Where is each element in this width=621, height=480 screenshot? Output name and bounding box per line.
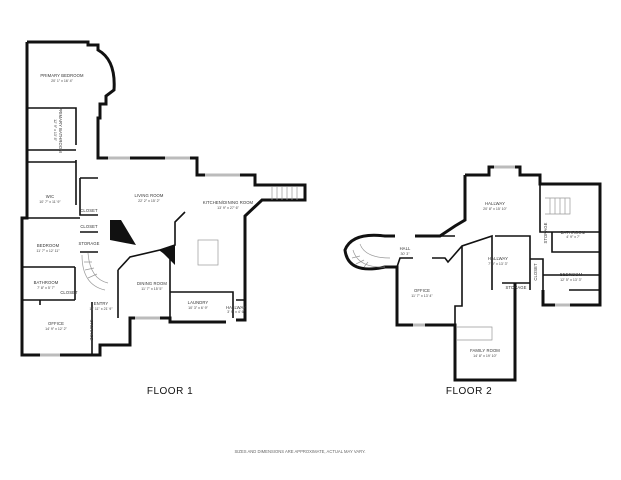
room-label: LIVING ROOM bbox=[134, 193, 163, 198]
room-label: STORAGE bbox=[543, 222, 548, 243]
floor-1-stair-curve bbox=[81, 252, 109, 291]
floor-1-exterior-wall bbox=[20, 40, 307, 357]
room-dims: 7' 8" x 5' 7" bbox=[37, 286, 55, 290]
floor-2-stair-curve bbox=[351, 243, 391, 268]
floor-1-interior-walls bbox=[22, 107, 245, 355]
floor-2-interior-walls bbox=[396, 184, 600, 325]
room-dims: 22' 2" x 15' 2" bbox=[138, 199, 160, 203]
room-label: WIC bbox=[46, 194, 54, 199]
room-label: STORAGE bbox=[78, 241, 99, 246]
room-label: CLOSET bbox=[533, 263, 538, 281]
room-label: STORAGE bbox=[89, 319, 94, 340]
room-label: ENTRY bbox=[94, 301, 109, 306]
room-dims: 11' 7" x 13' 4" bbox=[411, 294, 433, 298]
room-dims: 12' 9" x 13' 8" bbox=[53, 119, 57, 141]
room-dims: 10' 7" x 11' 9" bbox=[39, 200, 61, 204]
room-label: OFFICE bbox=[414, 288, 430, 293]
room-label: OFFICE bbox=[48, 321, 64, 326]
room-dims: 3' 9" x 4' 6" bbox=[227, 310, 245, 314]
kitchen-island bbox=[197, 239, 219, 266]
room-label: CLOSET bbox=[80, 208, 98, 213]
room-label: HALL bbox=[400, 246, 411, 251]
room-label: BATHROOM bbox=[34, 280, 59, 285]
room-dims: 7' 9" x 13' 3" bbox=[488, 262, 508, 266]
floor-1-column bbox=[160, 245, 175, 265]
room-dims: 11' 7" x 15' 5" bbox=[141, 287, 163, 291]
room-label: BATHROOM bbox=[561, 230, 586, 235]
room-dims: 4' 9" x 7' bbox=[566, 235, 580, 239]
room-dims: 20' 8" x 15' 10" bbox=[483, 207, 507, 211]
room-dims: 14' 9" x 12' 2" bbox=[45, 327, 67, 331]
room-label: BEDROOM bbox=[37, 243, 60, 248]
room-label: HALLWAY bbox=[485, 201, 505, 206]
stairs-kitchen bbox=[271, 187, 298, 200]
floor-1-chimney bbox=[110, 220, 136, 245]
room-label: CLOSET bbox=[60, 290, 78, 295]
room-label: DINING ROOM bbox=[137, 281, 167, 286]
room-label: LAUNDRY bbox=[188, 300, 209, 305]
room-dims: 11' 7" x 12' 11" bbox=[36, 249, 60, 253]
room-label: KITCHEN/DINING ROOM bbox=[203, 200, 254, 205]
room-label: STORAGE bbox=[505, 285, 526, 290]
room-dims: 30' 3" bbox=[401, 252, 411, 256]
room-dims: 20' 1" x 16' 4" bbox=[51, 79, 73, 83]
floor-2-plan: HALLWAY 20' 8" x 15' 10" HALL 30' 3" OFF… bbox=[343, 165, 602, 397]
room-label: PRIMARY BEDROOM bbox=[40, 73, 84, 78]
floor-2-label: FLOOR 2 bbox=[446, 386, 492, 397]
floor-2-stairs bbox=[457, 197, 571, 341]
room-label: HALLWAY bbox=[488, 256, 508, 261]
room-label: CLOSET bbox=[80, 224, 98, 229]
room-label: HALLWAY bbox=[226, 305, 246, 310]
floor-1-plan: PRIMARY BEDROOM 20' 1" x 16' 4" PRIMARY … bbox=[20, 40, 307, 397]
floor-1-label: FLOOR 1 bbox=[147, 386, 193, 397]
room-dims: 11' 11" x 21' 9" bbox=[89, 307, 113, 311]
disclaimer: SIZES AND DIMENSIONS ARE APPROXIMATE, AC… bbox=[234, 449, 365, 454]
room-dims: 10' 3" x 6' 9" bbox=[188, 306, 208, 310]
room-dims: 13' 9" x 27' 6" bbox=[217, 206, 239, 210]
room-label: FAMILY ROOM bbox=[470, 348, 500, 353]
room-dims: 12' 5" x 13' 3" bbox=[560, 278, 582, 282]
room-label: BEDROOM bbox=[560, 272, 583, 277]
room-label: PRIMARY BATHROOM bbox=[58, 107, 63, 153]
room-dims: 14' 8" x 19' 10" bbox=[473, 354, 497, 358]
